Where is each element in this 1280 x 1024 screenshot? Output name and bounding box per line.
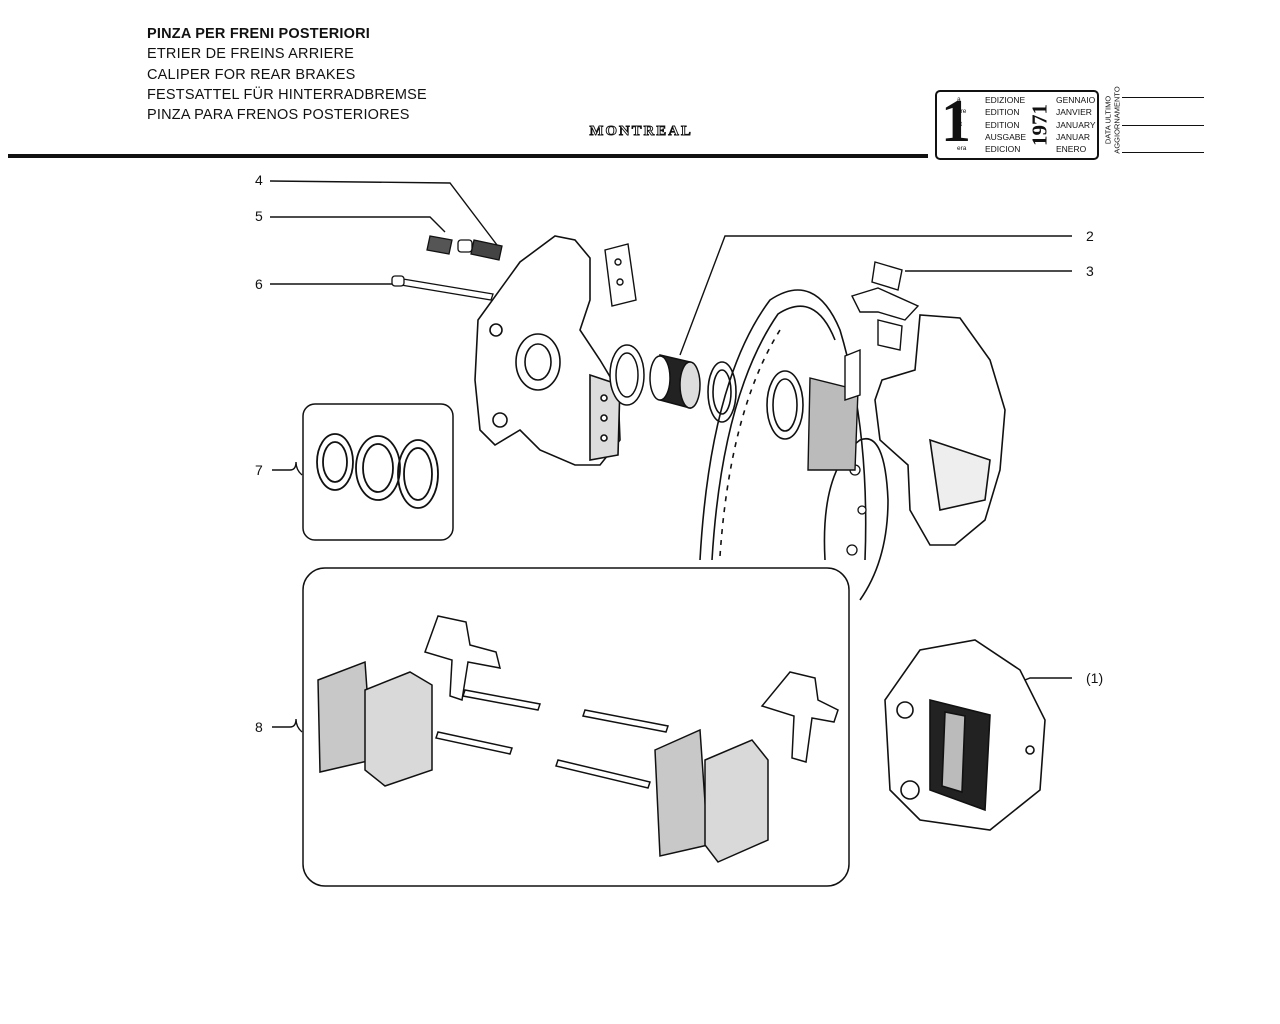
caliper-inner-half — [474, 235, 621, 466]
edition-label-it: EDIZIONE — [985, 95, 1026, 105]
edition-months: GENNAIO JANVIER JANUARY JANUAR ENERO — [1056, 94, 1096, 155]
assembled-caliper — [884, 639, 1046, 831]
piston-seal — [609, 344, 645, 406]
month-de: JANUAR — [1056, 131, 1091, 142]
edition-box — [935, 90, 1099, 160]
edition-number: 1 — [941, 88, 971, 154]
callout-6: 6 — [255, 276, 263, 292]
edition-labels: EDIZIONE EDITION EDITION AUSGABE EDICION — [985, 94, 1026, 155]
edition-label-fr: EDITION — [985, 107, 1020, 118]
sup-it: a — [957, 96, 961, 103]
callout-1-assembly: (1) — [1086, 670, 1104, 686]
month-fr: JANVIER — [1056, 107, 1092, 118]
month-es: ENERO — [1056, 144, 1087, 155]
anti-rattle-spring — [851, 261, 920, 351]
callout-4: 4 — [255, 172, 263, 188]
seal-kit-inset — [302, 403, 454, 541]
sup-fr: ere — [957, 108, 967, 116]
model-logo: MONTREAL — [589, 124, 693, 140]
sup-en: st — [957, 120, 963, 128]
update-line-2 — [1122, 125, 1204, 126]
month-en: JANUARY — [1056, 119, 1096, 130]
title-block: PINZA PER FRENI POSTERIORI ETRIER DE FRE… — [147, 24, 427, 125]
title-german: FESTSATTEL FÜR HINTERRADBREMSE — [147, 86, 427, 103]
month-it: GENNAIO — [1056, 95, 1096, 105]
edition-label-de: AUSGABE — [985, 131, 1027, 142]
edition-label-en: EDITION — [985, 119, 1020, 130]
header-rule — [8, 154, 928, 158]
title-english: CALIPER FOR REAR BRAKES — [147, 66, 356, 83]
piston-ring — [707, 361, 737, 423]
update-line-3 — [1122, 152, 1204, 153]
update-line-1 — [1122, 97, 1204, 98]
title-french: ETRIER DE FREINS ARRIERE — [147, 46, 355, 63]
pad-plate — [604, 243, 637, 307]
pad-kit-inset — [302, 567, 850, 887]
leader-7 — [272, 461, 303, 476]
title-italian: PINZA PER FRENI POSTERIORI — [147, 26, 370, 42]
piston — [649, 354, 701, 409]
callout-5: 5 — [255, 208, 263, 224]
bleed-screw — [426, 235, 503, 261]
sup-es: era — [957, 145, 967, 153]
disc-holes — [846, 464, 867, 556]
edition-label-es: EDICION — [985, 144, 1021, 155]
brake-pad-mounted — [807, 348, 861, 471]
brake-disc — [699, 289, 889, 601]
seal-kit — [316, 433, 439, 509]
edition-superscripts: a ere st . era — [957, 94, 966, 155]
pad-kit — [317, 615, 839, 863]
caliper-outer-half — [874, 314, 1006, 546]
leader-2 — [679, 235, 1072, 356]
title-spanish: PINZA PARA FRENOS POSTERIORES — [147, 107, 410, 124]
retaining-pin — [391, 275, 494, 301]
sup-de: . — [957, 132, 959, 140]
leader-5 — [270, 216, 446, 233]
callout-7: 7 — [255, 462, 263, 478]
callout-2: 2 — [1086, 228, 1094, 244]
dust-seal — [766, 370, 804, 440]
callout-8: 8 — [255, 719, 263, 735]
leader-4 — [269, 180, 498, 246]
leader-8 — [272, 718, 303, 733]
callout-3: 3 — [1086, 263, 1094, 279]
